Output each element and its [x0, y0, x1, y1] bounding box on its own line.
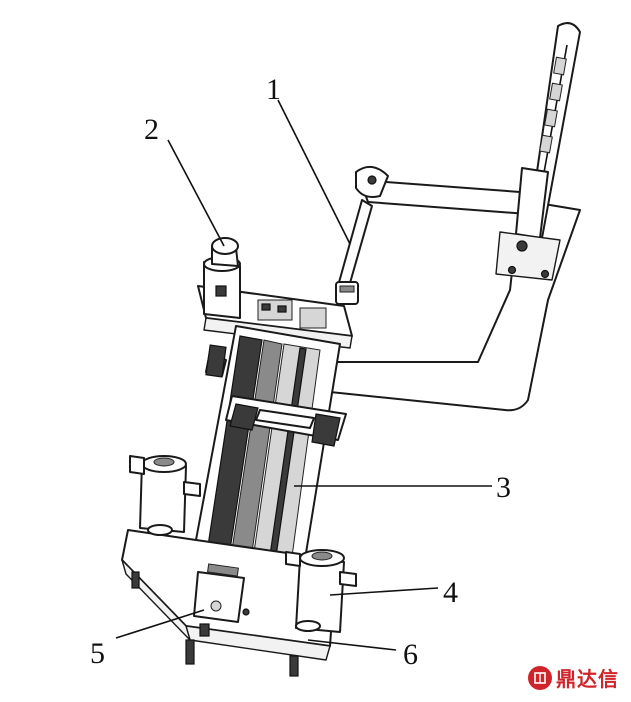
- upper-arm: [355, 165, 529, 215]
- leader-line-1: [277, 99, 351, 245]
- part-label-1: 1: [266, 73, 281, 106]
- vertical-rail: [495, 22, 581, 281]
- sensor-head: [203, 237, 241, 319]
- actuator-foot: [193, 563, 250, 623]
- part-label-6: 6: [403, 638, 418, 671]
- leader-line-5: [115, 609, 205, 639]
- right-guide-pillar: [285, 549, 357, 633]
- linear-actuator: [189, 325, 347, 591]
- part-label-3: 3: [496, 471, 511, 504]
- watermark: 鼎达信: [528, 663, 619, 692]
- watermark-text: 鼎达信: [556, 667, 619, 691]
- left-guide-pillar: [129, 455, 201, 536]
- leader-line-6: [307, 639, 397, 651]
- part-label-5: 5: [90, 637, 105, 670]
- seal-logo-icon: [528, 665, 552, 690]
- leader-line-2: [167, 139, 225, 247]
- leader-line-4: [329, 587, 439, 596]
- part-label-2: 2: [144, 113, 159, 146]
- part-label-4: 4: [443, 576, 458, 609]
- connecting-rod: [335, 199, 373, 305]
